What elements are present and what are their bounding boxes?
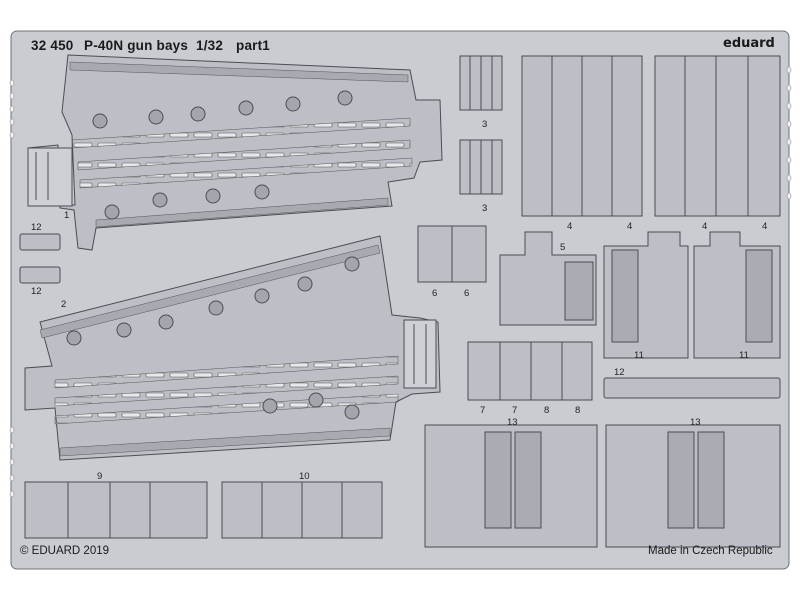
part-number-7b: 7	[512, 405, 518, 416]
kit-part: part1	[236, 38, 271, 53]
left-edge-marks	[9, 79, 15, 498]
part-number-11a: 11	[634, 350, 644, 361]
kit-scale: 1/32	[196, 38, 224, 53]
part-number-4b: 4	[627, 221, 633, 232]
part-number-5: 5	[560, 242, 566, 253]
part-7-8-plates	[467, 341, 593, 401]
part-4-racks	[521, 55, 781, 217]
part-number-10: 10	[299, 471, 310, 482]
part-number-8b: 8	[575, 405, 581, 416]
part-9-10-boxes	[24, 481, 383, 539]
part-number-12b: 12	[31, 286, 42, 297]
part-number-13b: 13	[690, 417, 701, 428]
part-number-8a: 8	[544, 405, 550, 416]
part-1-rivet-rows	[69, 61, 413, 228]
part-3-strips	[459, 55, 503, 195]
part-number-7a: 7	[480, 405, 486, 416]
part-number-2: 2	[61, 299, 67, 310]
copyright-text: © EDUARD 2019	[20, 545, 110, 557]
part-11-boxes	[603, 231, 781, 359]
part-6-plates	[417, 225, 487, 283]
part-number-6b: 6	[464, 288, 470, 299]
part-number-3a: 3	[482, 119, 488, 130]
part-number-4c: 4	[702, 221, 708, 232]
part-number-12a: 12	[31, 222, 42, 233]
part-number-12c: 12	[614, 367, 625, 378]
part-number-4a: 4	[567, 221, 573, 232]
part-12-clips-left	[19, 233, 61, 284]
part-number-6a: 6	[432, 288, 438, 299]
part-12-strip-right	[603, 377, 781, 399]
part-number-1: 1	[64, 210, 70, 221]
origin-text: Made in Czech Republic	[648, 545, 773, 557]
part-2-lightening-holes	[66, 256, 360, 420]
part-13-boxes	[424, 424, 781, 548]
part-number-9: 9	[97, 471, 103, 482]
brand-logo: eduard	[723, 36, 775, 51]
part-number-11b: 11	[739, 350, 749, 361]
part-number-4d: 4	[762, 221, 768, 232]
right-edge-marks	[786, 66, 792, 200]
kit-title: P-40N gun bays	[84, 38, 189, 53]
part-1-lightening-holes	[92, 90, 353, 220]
part-5-box	[499, 231, 597, 326]
kit-code: 32 450	[31, 38, 74, 53]
part-number-13a: 13	[507, 417, 518, 428]
part-number-3b: 3	[482, 203, 488, 214]
